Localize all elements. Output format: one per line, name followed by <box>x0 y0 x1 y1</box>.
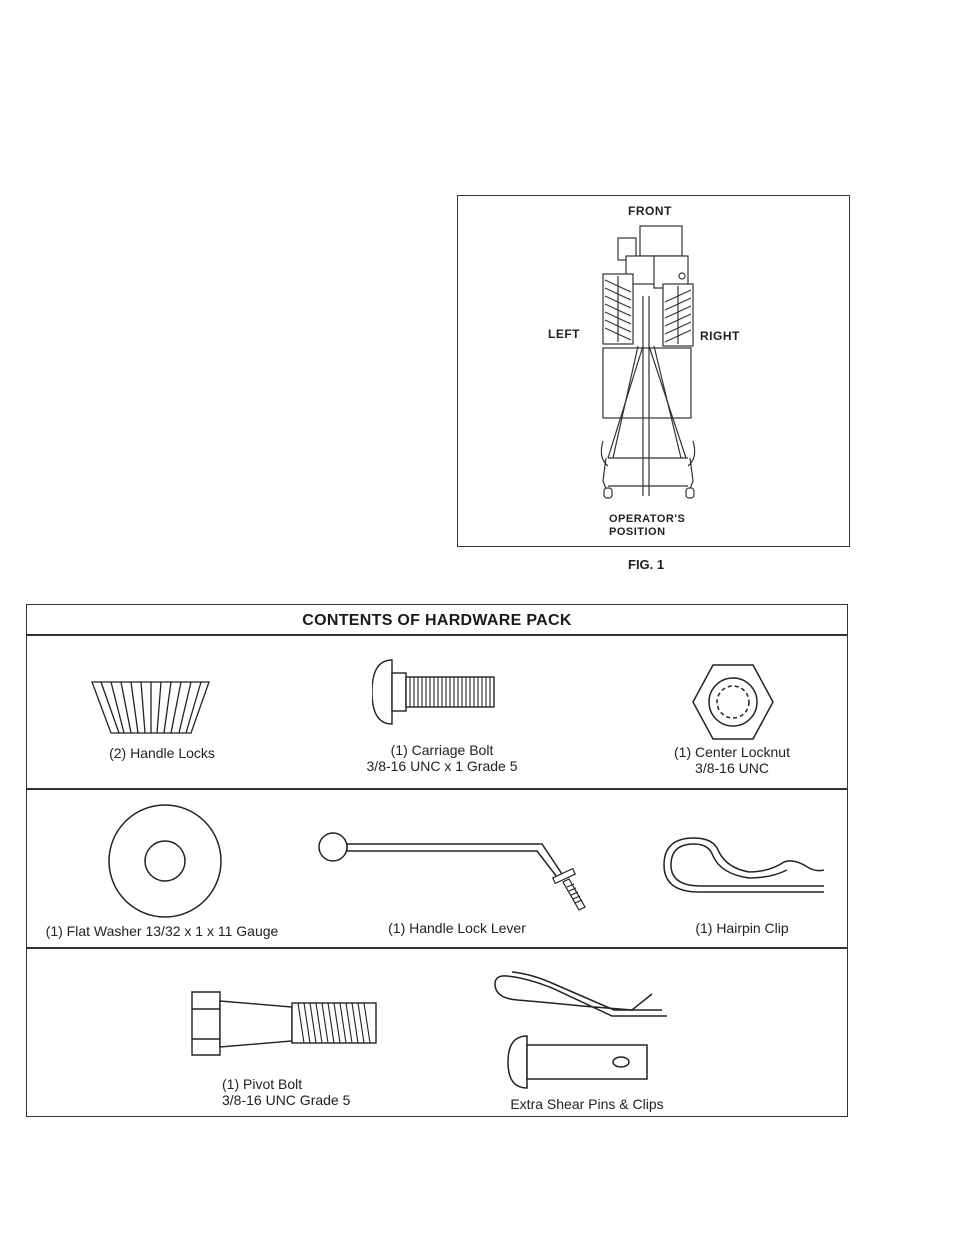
figure-1-frame: FRONT LEFT RIGHT OPERATOR'S POSITION <box>457 195 850 547</box>
left-label: LEFT <box>548 327 580 341</box>
hairpin-clip-label: (1) Hairpin Clip <box>672 920 812 936</box>
hardware-pack-title: CONTENTS OF HARDWARE PACK <box>27 605 847 636</box>
carriage-bolt-label-line1: (1) Carriage Bolt <box>327 742 557 758</box>
flat-washer-label: (1) Flat Washer 13/32 x 1 x 11 Gauge <box>37 923 287 939</box>
carriage-bolt-illustration <box>372 657 502 727</box>
hairpin-clip-illustration <box>659 830 829 900</box>
hardware-pack-table: CONTENTS OF HARDWARE PACK (2) Handle Loc… <box>26 604 848 1117</box>
operator-position-label-line1: OPERATOR'S <box>609 513 685 525</box>
figure-caption: FIG. 1 <box>628 557 664 572</box>
handle-locks-label: (2) Handle Locks <box>87 745 237 761</box>
center-locknut-label-line1: (1) Center Locknut <box>642 744 822 760</box>
pivot-bolt-illustration <box>190 989 380 1059</box>
center-locknut-label-line2: 3/8-16 UNC <box>642 760 822 776</box>
operator-position-label-line2: POSITION <box>609 526 666 538</box>
row-divider <box>27 788 847 790</box>
right-label: RIGHT <box>700 329 740 343</box>
shear-pin-illustration <box>505 1033 651 1091</box>
center-locknut-illustration <box>690 662 776 742</box>
shear-pins-clips-label: Extra Shear Pins & Clips <box>487 1096 687 1112</box>
handle-lock-lever-label: (1) Handle Lock Lever <box>367 920 547 936</box>
front-label: FRONT <box>628 204 672 218</box>
shear-pin-clip-illustration <box>492 958 672 1020</box>
handle-lock-lever-illustration <box>317 827 592 917</box>
handle-locks-illustration <box>89 677 214 737</box>
row-divider <box>27 947 847 949</box>
flat-washer-illustration <box>107 801 227 921</box>
pivot-bolt-label-line2: 3/8-16 UNC Grade 5 <box>222 1092 350 1108</box>
carriage-bolt-label-line2: 3/8-16 UNC x 1 Grade 5 <box>327 758 557 774</box>
tiller-top-view-diagram <box>458 196 848 546</box>
pivot-bolt-label-line1: (1) Pivot Bolt <box>222 1076 302 1092</box>
